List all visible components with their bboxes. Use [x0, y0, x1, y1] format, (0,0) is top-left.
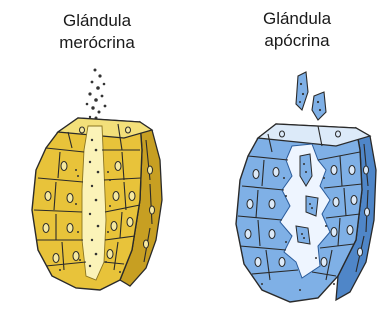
apocrine-released-fragments [296, 72, 326, 120]
merocrine-lumen [82, 126, 106, 280]
merocrine-secretion-granules [86, 69, 107, 123]
apocrine-gland [236, 72, 376, 302]
merocrine-gland [32, 69, 162, 291]
